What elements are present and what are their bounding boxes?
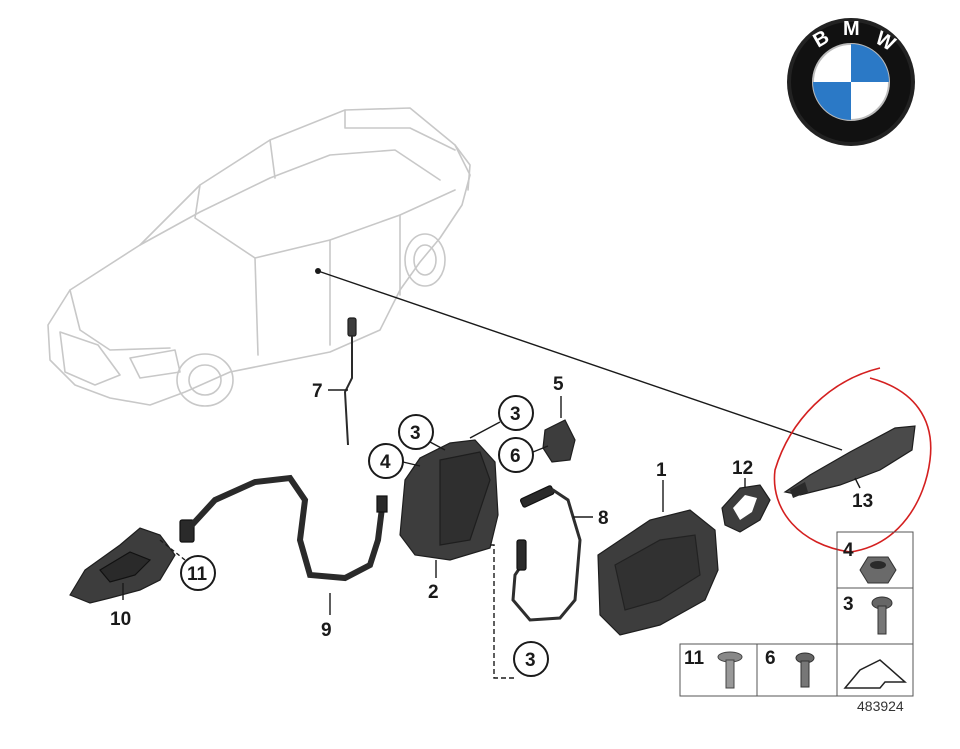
callout-6-circle <box>498 437 534 473</box>
logo-letter-m: M <box>843 18 860 40</box>
callout-2: 2 <box>428 582 439 603</box>
part-2-lock <box>399 439 499 578</box>
callout-7: 7 <box>312 381 323 402</box>
part-5-bracket <box>542 396 576 463</box>
callout-11: 11 <box>187 564 208 585</box>
part-7-rod <box>328 317 357 446</box>
callout-11-circle <box>180 555 216 591</box>
callout-10: 10 <box>110 609 131 630</box>
part-1-carrier <box>597 480 719 636</box>
callout-3a-circle <box>398 414 434 450</box>
hw-label-6: 6 <box>765 648 776 669</box>
hw-label-3: 3 <box>843 594 854 615</box>
callout-6: 6 <box>510 446 521 467</box>
callout-3b-circle <box>498 395 534 431</box>
callout-4: 4 <box>380 452 391 473</box>
callout-9: 9 <box>321 620 332 641</box>
part-8-cable <box>511 485 593 622</box>
part-9-harness <box>179 474 388 615</box>
part-13-handle <box>783 425 916 498</box>
part-10-carrier <box>69 527 176 604</box>
bmw-logo: B M W <box>787 18 915 146</box>
callout-3c-circle <box>513 641 549 677</box>
callout-4-circle <box>368 443 404 479</box>
part-3-lower-leader <box>490 544 515 679</box>
car-to-handle-leader <box>317 270 843 451</box>
hw-label-11: 11 <box>684 648 705 669</box>
callout-5: 5 <box>553 374 564 395</box>
car-outline <box>47 107 471 407</box>
reference-number: 483924 <box>857 698 904 714</box>
callout-12: 12 <box>732 458 753 479</box>
callout-13: 13 <box>852 491 873 512</box>
callout-3b: 3 <box>510 404 521 425</box>
callout-3a: 3 <box>410 423 421 444</box>
hw-label-4: 4 <box>843 540 854 561</box>
callout-3c: 3 <box>525 650 536 671</box>
callout-1: 1 <box>656 460 667 481</box>
handle-highlight-circle <box>773 367 932 553</box>
callout-8: 8 <box>598 508 609 529</box>
hardware-table <box>679 531 914 697</box>
part-12-gasket <box>721 478 771 533</box>
